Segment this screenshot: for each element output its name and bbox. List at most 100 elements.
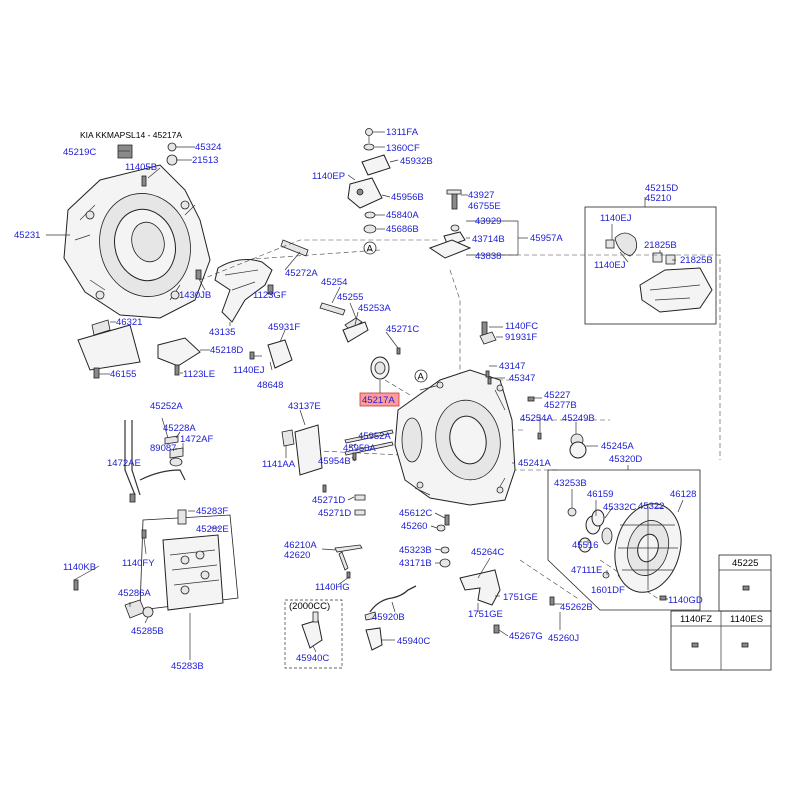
label-45285b: 45285B	[131, 626, 164, 637]
cover-45320d	[567, 503, 682, 593]
callout-a-center-text: A	[418, 372, 425, 383]
label-45271d-a: 45271D	[312, 495, 345, 506]
table-cell-1140fz: 1140FZ	[680, 614, 712, 625]
label-45217a-highlight: 45217A	[362, 395, 395, 406]
label-45272a: 45272A	[285, 268, 318, 279]
pump-45210	[605, 232, 713, 313]
label-45249b: 45249B	[562, 413, 595, 424]
label-45283b: 45283B	[171, 661, 204, 672]
label-45255: 45255	[337, 292, 363, 303]
solenoid-group	[347, 128, 391, 234]
label-46321: 46321	[116, 317, 142, 328]
label-45241a: 45241A	[518, 458, 551, 469]
label-45253a: 45253A	[358, 303, 391, 314]
inset-box-45210	[584, 206, 717, 325]
connector-45920b	[364, 611, 377, 621]
label-45612c: 45612C	[399, 508, 432, 519]
label-45347: 45347	[509, 373, 535, 384]
bracket-43135	[214, 259, 273, 323]
label-43927: 43927	[468, 190, 494, 201]
label-45932b: 45932B	[400, 156, 433, 167]
sensor-45940c-2000cc	[301, 619, 323, 649]
small-parts-top-left	[117, 142, 178, 187]
clutch-housing-45231	[63, 164, 211, 319]
part-number-labels: 45324 45219C 21513 11405B 45231 1430JB 1…	[14, 127, 713, 672]
label-43838: 43838	[475, 251, 501, 262]
label-1751ge-a: 1751GE	[503, 592, 538, 603]
label-43137e: 43137E	[288, 401, 321, 412]
label-21513: 21513	[192, 155, 218, 166]
label-45264c: 45264C	[471, 547, 504, 558]
label-1123gf: 1123GF	[253, 290, 287, 301]
label-45218d: 45218D	[210, 345, 243, 356]
label-43171b: 43171B	[399, 558, 432, 569]
label-11405b: 11405B	[125, 162, 157, 173]
label-46155: 46155	[110, 369, 136, 380]
label-45282e: 45282E	[196, 524, 229, 535]
bolt-1430jb	[195, 269, 202, 280]
pin-45272a	[280, 239, 309, 257]
label-1123le: 1123LE	[183, 369, 215, 380]
label-45254: 45254	[321, 277, 347, 288]
label-46210a: 46210A	[284, 540, 317, 551]
label-45516: 45516	[572, 540, 598, 551]
label-45322: 45322	[638, 501, 664, 512]
label-1140gd: 1140GD	[668, 595, 703, 606]
label-45954b: 45954B	[318, 456, 351, 467]
bolt-1140gd	[659, 595, 667, 601]
label-45332c: 45332C	[603, 502, 636, 513]
label-45227: 45227	[544, 390, 570, 401]
label-45254a: 45254A	[520, 413, 553, 424]
bolt-1123gf	[267, 284, 274, 295]
label-1140ep: 1140EP	[312, 171, 345, 182]
label-45260j: 45260J	[548, 633, 579, 644]
bolt-45262b	[549, 596, 555, 606]
highlight-box	[359, 392, 400, 407]
label-1360cf: 1360CF	[386, 143, 420, 154]
label-1601df: 1601DF	[591, 585, 625, 596]
case-left-parts	[281, 424, 394, 516]
label-1751ge-b: 1751GE	[468, 609, 503, 620]
label-1472ae: 1472AE	[107, 458, 141, 469]
label-1140ej-a: 1140EJ	[233, 365, 265, 376]
label-45957a: 45957A	[530, 233, 563, 244]
label-45931f: 45931F	[268, 322, 300, 333]
diagram-title: KIA KKMAPSL14 - 45217A	[80, 130, 182, 140]
label-89087: 89087	[150, 443, 176, 454]
cable-45920b	[369, 585, 417, 613]
case-below-parts	[334, 514, 501, 606]
label-45271d-b: 45271D	[318, 508, 351, 519]
label-45210: 45210	[645, 193, 671, 204]
label-1140fc: 1140FC	[505, 321, 538, 332]
oil-pan-outline	[139, 514, 239, 611]
label-91931f: 91931F	[505, 332, 537, 343]
bracket-45218d	[157, 337, 201, 376]
label-43714b: 43714B	[472, 234, 505, 245]
label-45283f: 45283F	[196, 506, 228, 517]
label-45252a: 45252A	[150, 401, 183, 412]
label-45940c-a: 45940C	[397, 636, 430, 647]
label-46755e: 46755E	[468, 201, 501, 212]
bolt-1140fy	[141, 529, 147, 539]
label-1140ej-c: 1140EJ	[594, 260, 626, 271]
center-small-parts	[249, 302, 497, 380]
label-21825b-b: 21825B	[680, 255, 713, 266]
label-45245a: 45245A	[601, 441, 634, 452]
label-42620: 42620	[284, 550, 310, 561]
label-45260: 45260	[401, 521, 427, 532]
label-2000cc: (2000CC)	[289, 601, 330, 612]
sensor-45940c	[365, 627, 383, 651]
label-45956b: 45956B	[391, 192, 424, 203]
bolt-45267g	[493, 624, 500, 634]
table-cell-1140es: 1140ES	[730, 614, 763, 625]
leader-lines	[46, 131, 684, 660]
label-1140hg: 1140HG	[315, 582, 350, 593]
label-1140kb: 1140KB	[63, 562, 96, 573]
oil-pan-45283f	[124, 509, 224, 619]
fastener-table	[670, 554, 772, 671]
case-right-parts	[485, 370, 587, 459]
label-45952a: 45952A	[358, 431, 391, 442]
label-43929: 43929	[475, 216, 501, 227]
